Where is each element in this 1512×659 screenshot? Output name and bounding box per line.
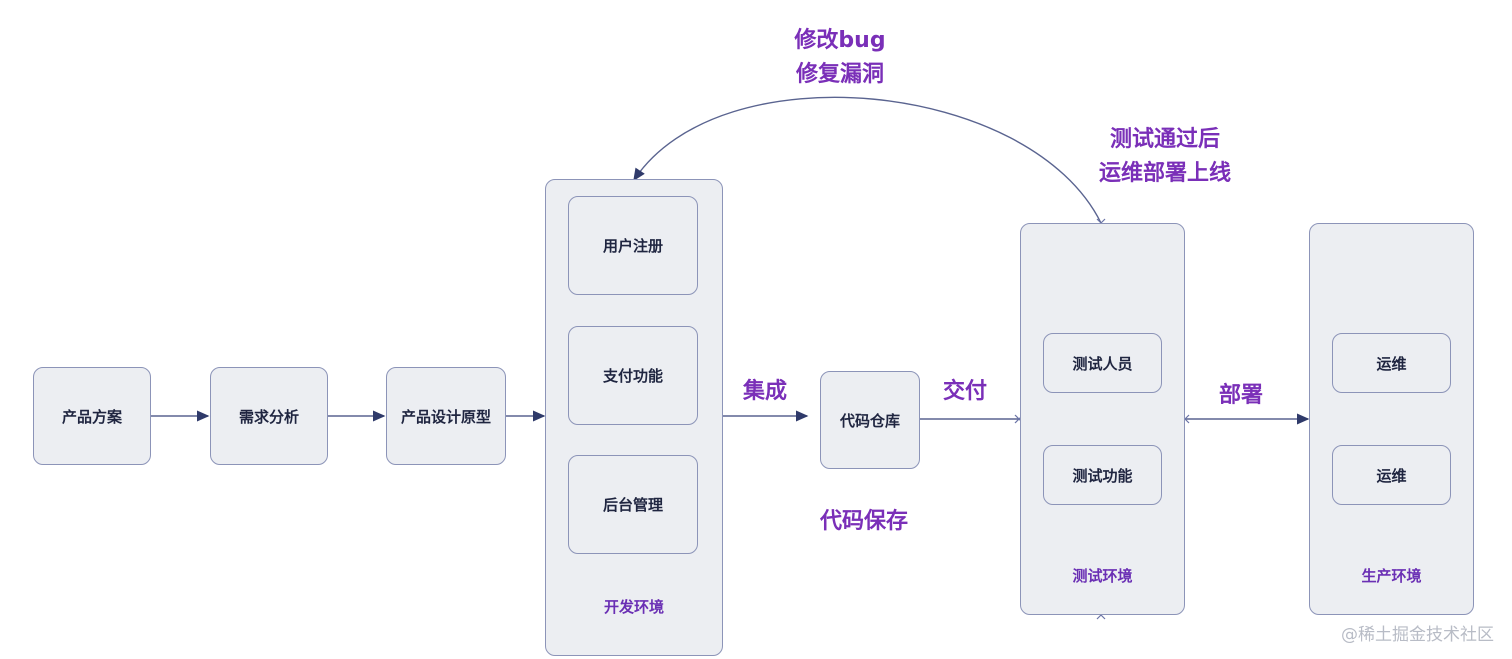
node-label: 产品方案 — [61, 407, 122, 426]
node-label: 运维 — [1376, 466, 1407, 485]
edge-label-deploy: 部署 — [1219, 383, 1264, 408]
node-tester: 测试人员 — [1043, 333, 1162, 393]
edge-test-to-dev-feedback — [633, 96, 1102, 224]
node-label: 测试功能 — [1072, 466, 1133, 485]
node-admin-management: 后台管理 — [568, 455, 698, 554]
edge-label-integrate: 集成 — [743, 379, 788, 404]
node-label: 支付功能 — [602, 367, 663, 385]
note-fix-line2: 修复漏洞 — [795, 62, 884, 87]
edge-label-deliver: 交付 — [943, 379, 988, 404]
node-label: 用户注册 — [602, 237, 663, 255]
node-label: 代码仓库 — [839, 411, 900, 430]
node-code-repo: 代码仓库 — [820, 371, 920, 469]
node-label: 产品设计原型 — [400, 407, 491, 426]
note-release-line1: 测试通过后 — [1109, 127, 1220, 152]
env-prod-label: 生产环境 — [1361, 567, 1422, 585]
node-label: 后台管理 — [602, 496, 663, 514]
node-requirement-analysis: 需求分析 — [210, 367, 328, 465]
watermark: @稀土掘金技术社区 — [1341, 625, 1494, 645]
note-fix-bug: 修改bug 修复漏洞 — [760, 24, 920, 92]
note-release-line2: 运维部署上线 — [1098, 161, 1231, 186]
env-prod — [1309, 223, 1474, 615]
note-release: 测试通过后 运维部署上线 — [1080, 123, 1250, 191]
node-payment-function: 支付功能 — [568, 326, 698, 425]
node-product-plan: 产品方案 — [33, 367, 151, 465]
note-fix-line1: 修改bug — [794, 28, 886, 53]
note-code-save: 代码保存 — [820, 509, 909, 534]
node-label: 需求分析 — [238, 407, 299, 426]
node-test-function: 测试功能 — [1043, 445, 1162, 505]
node-label: 运维 — [1376, 354, 1407, 373]
node-user-register: 用户注册 — [568, 196, 698, 295]
node-product-prototype: 产品设计原型 — [386, 367, 506, 465]
env-dev-label: 开发环境 — [603, 598, 664, 616]
node-ops-1: 运维 — [1332, 333, 1451, 393]
env-test — [1020, 223, 1185, 615]
node-ops-2: 运维 — [1332, 445, 1451, 505]
node-label: 测试人员 — [1072, 354, 1133, 373]
env-test-label: 测试环境 — [1072, 567, 1133, 585]
